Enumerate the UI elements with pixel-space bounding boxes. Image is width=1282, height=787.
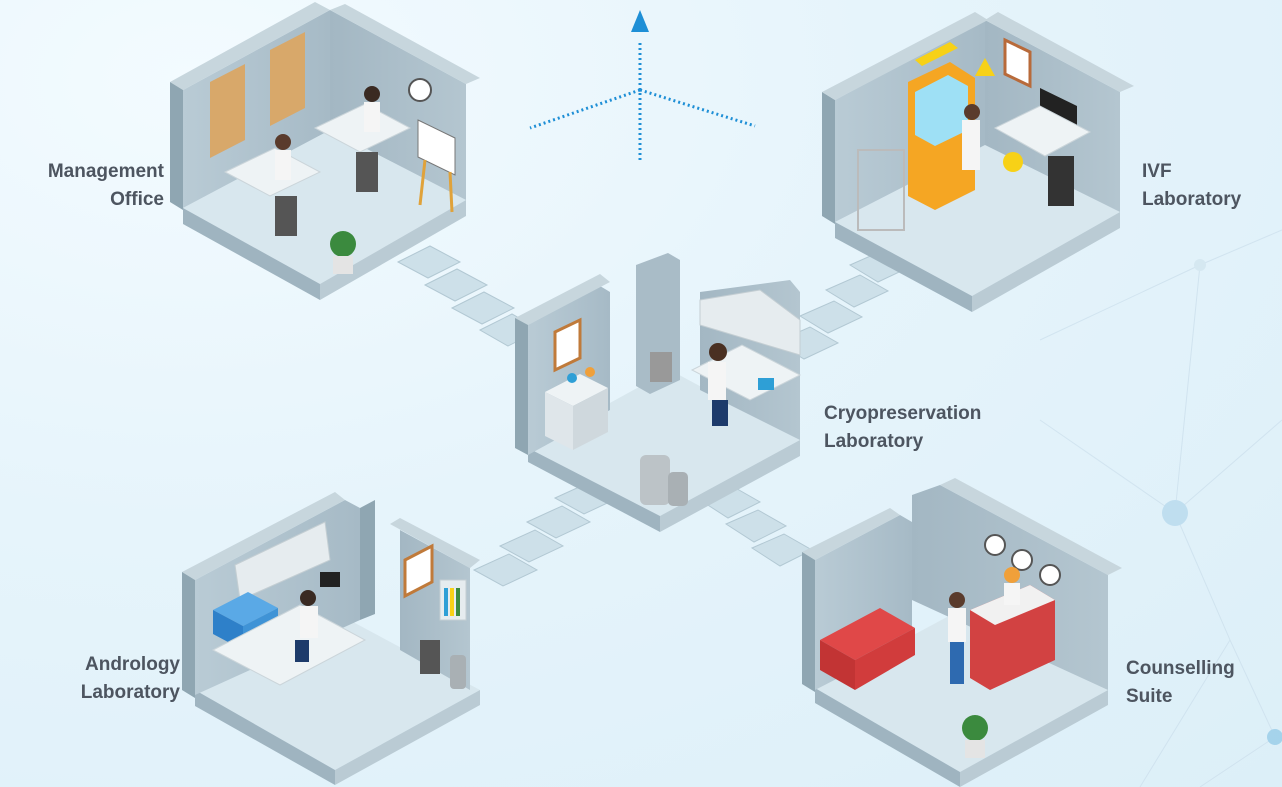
network-lines-icon: [1039, 229, 1282, 787]
counselling-suite-room: [802, 478, 1122, 787]
andrology-laboratory-room: [182, 492, 480, 785]
cryopreservation-laboratory-line2: Laboratory: [824, 431, 924, 452]
ivf-laboratory-line2: Laboratory: [1142, 189, 1242, 210]
management-office-line1: Management: [47, 161, 164, 182]
counselling-suite-label: Counselling Suite: [1126, 655, 1276, 711]
andrology-laboratory-line2: Laboratory: [80, 682, 180, 703]
counselling-suite-line1: Counselling: [1126, 658, 1235, 679]
compass-arrows-icon: [529, 40, 756, 160]
counselling-suite-line2: Suite: [1126, 686, 1173, 707]
andrology-laboratory-label: Andrology Laboratory: [0, 651, 180, 707]
andrology-laboratory-line1: Andrology: [85, 654, 180, 675]
management-office-line2: Office: [110, 189, 164, 210]
cryopreservation-laboratory-line1: Cryopreservation: [824, 403, 982, 424]
ivf-laboratory-room: [822, 12, 1134, 312]
management-office-room: [170, 2, 480, 300]
management-office-label: Management Office: [0, 158, 164, 214]
ivf-laboratory-line1: IVF: [1142, 161, 1172, 182]
cryopreservation-laboratory-label: Cryopreservation Laboratory: [824, 400, 1044, 456]
cryopreservation-laboratory-room: [515, 253, 802, 532]
ivf-laboratory-label: IVF Laboratory: [1142, 158, 1280, 214]
arrow-head: [631, 10, 649, 32]
